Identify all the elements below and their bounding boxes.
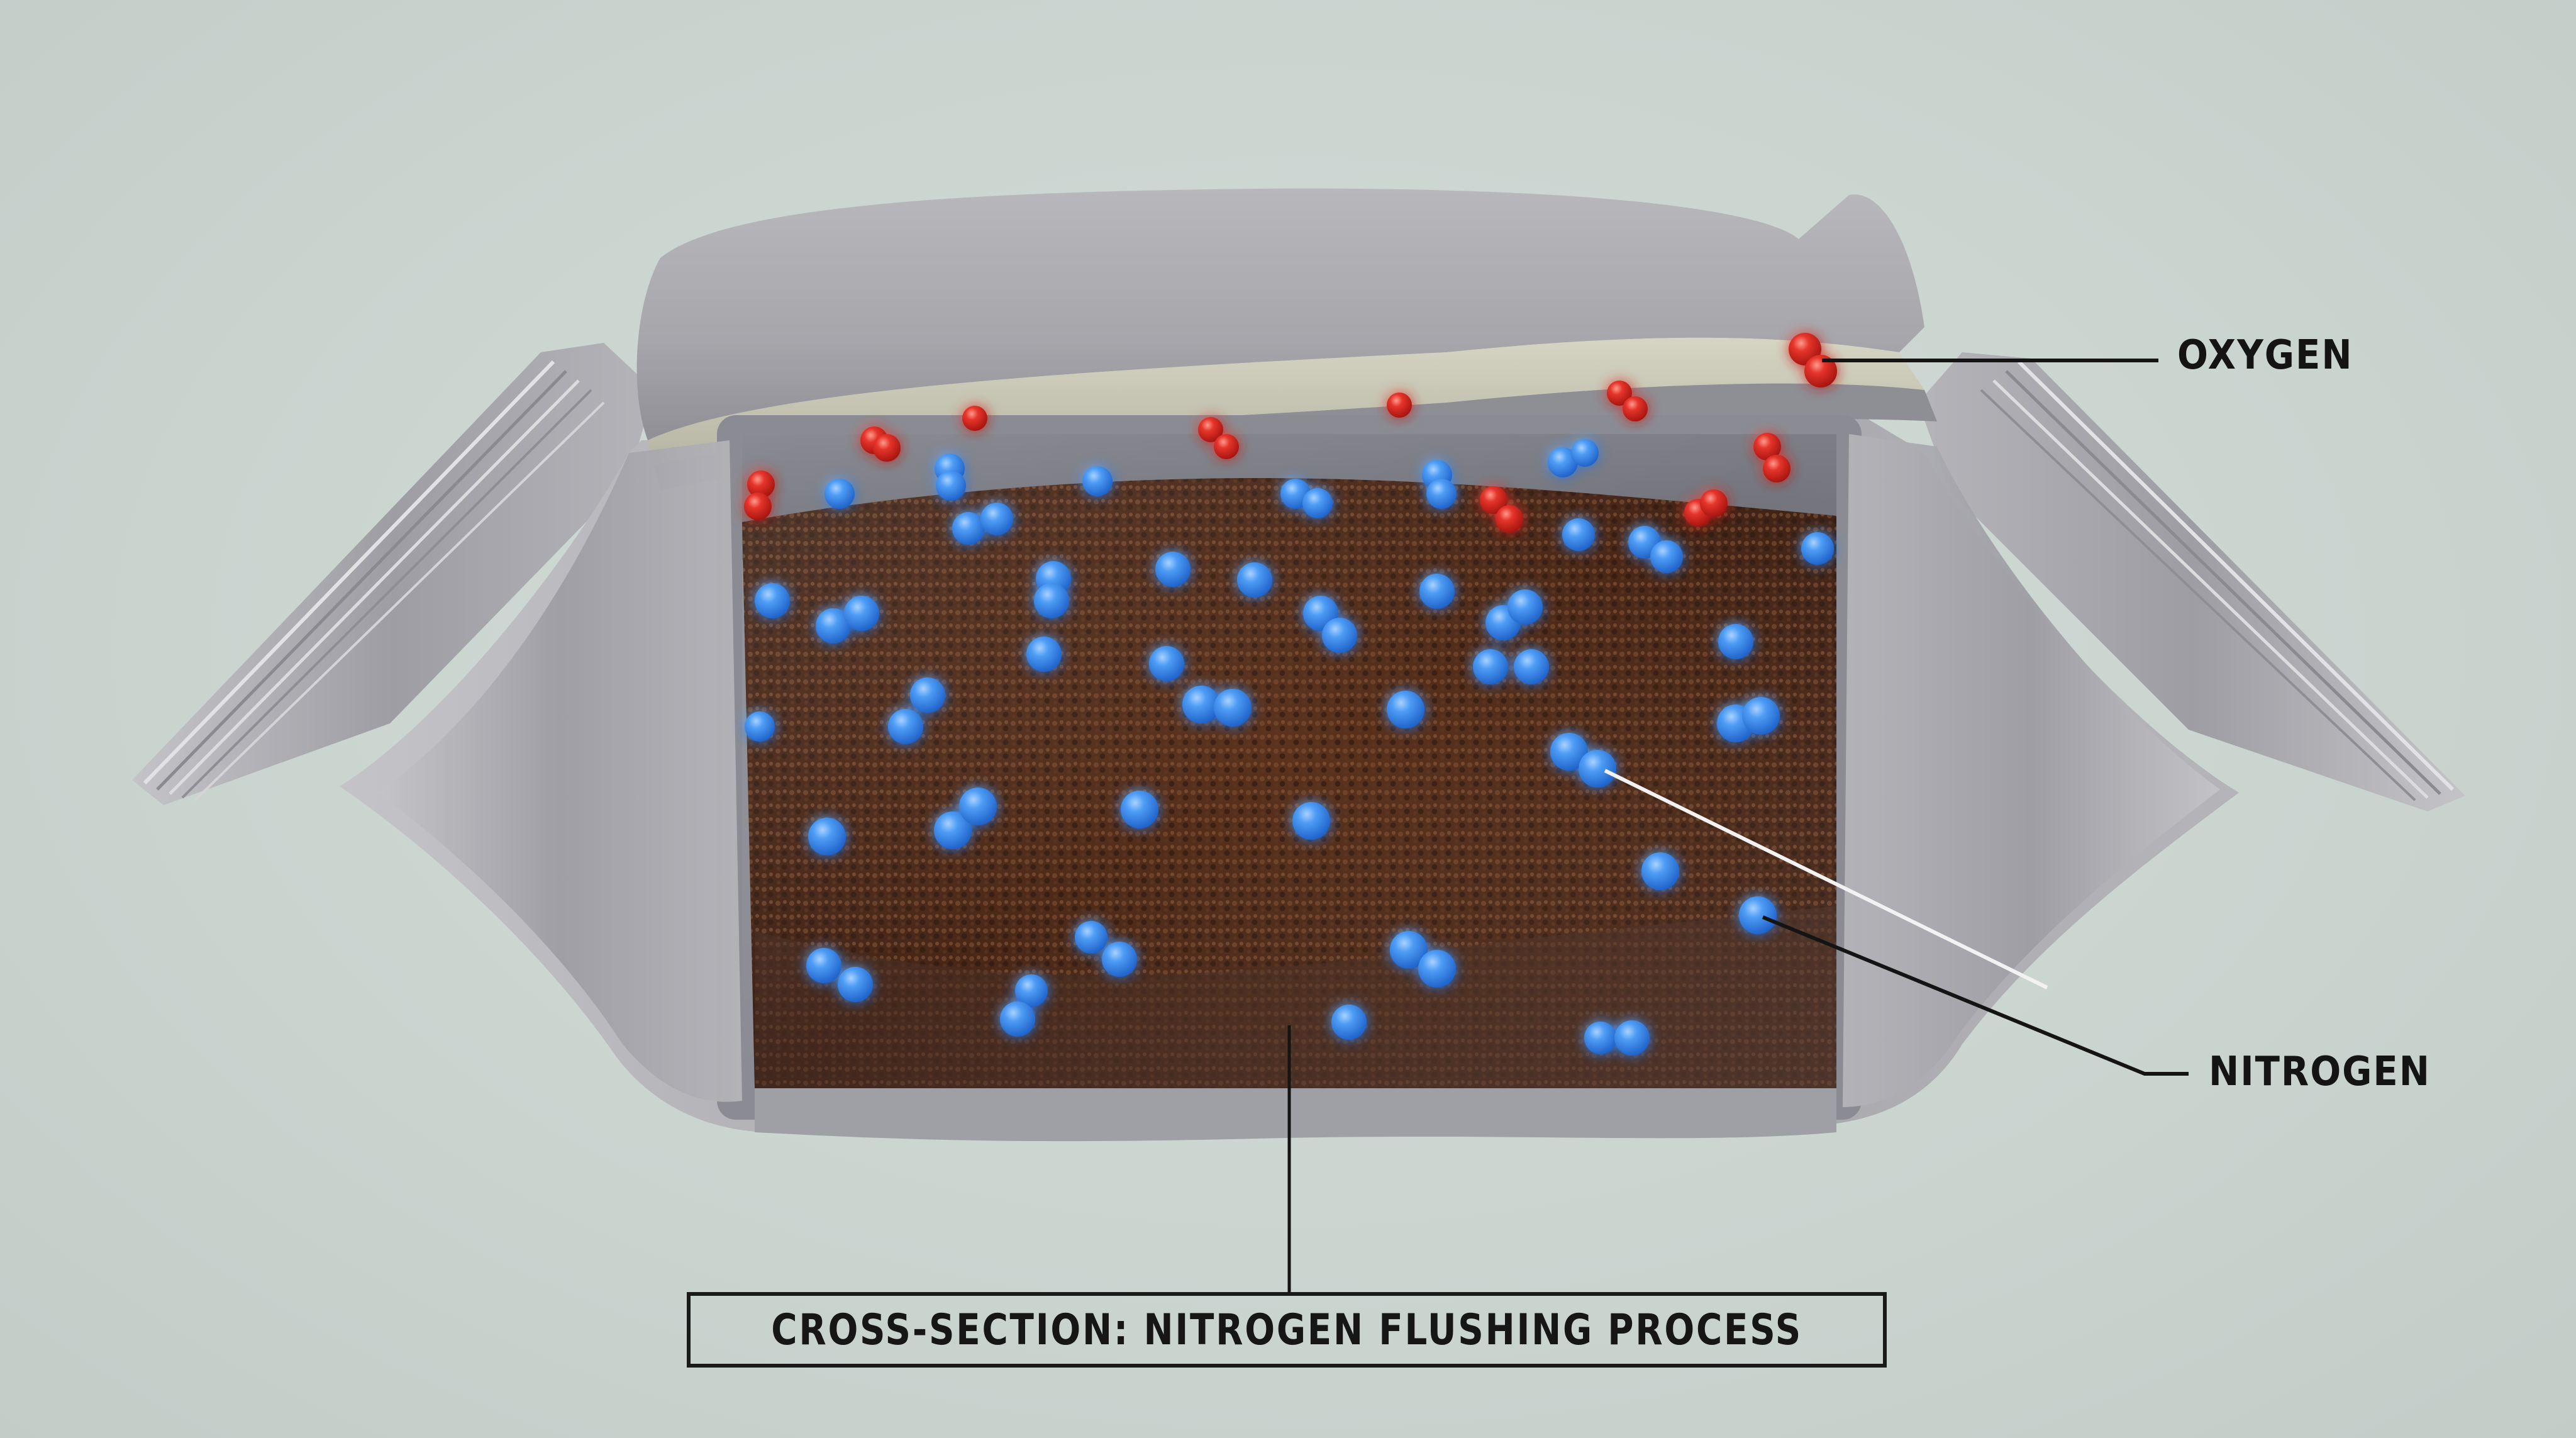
top-flap [636, 188, 1924, 440]
oxygen-label: OXYGEN [2177, 332, 2353, 379]
right-gusset [1843, 434, 2220, 1107]
right-crimped-seal [1918, 352, 2465, 811]
white-pointer-line [1604, 769, 2048, 989]
nitrogen-callout-line [1762, 915, 2189, 1076]
nitrogen-label: NITROGEN [2209, 1049, 2431, 1095]
oxygen-molecules [744, 333, 1837, 533]
left-gusset [377, 440, 742, 1102]
inner-liner-layer [648, 337, 1924, 465]
bottom-seal [755, 1088, 1836, 1142]
nitrogen-molecules [745, 439, 1834, 1056]
title-caption-box: CROSS-SECTION: NITROGEN FLUSHING PROCESS [687, 1292, 1887, 1368]
diagram-title: CROSS-SECTION: NITROGEN FLUSHING PROCESS [771, 1305, 1802, 1355]
left-crimped-seal [132, 343, 654, 805]
